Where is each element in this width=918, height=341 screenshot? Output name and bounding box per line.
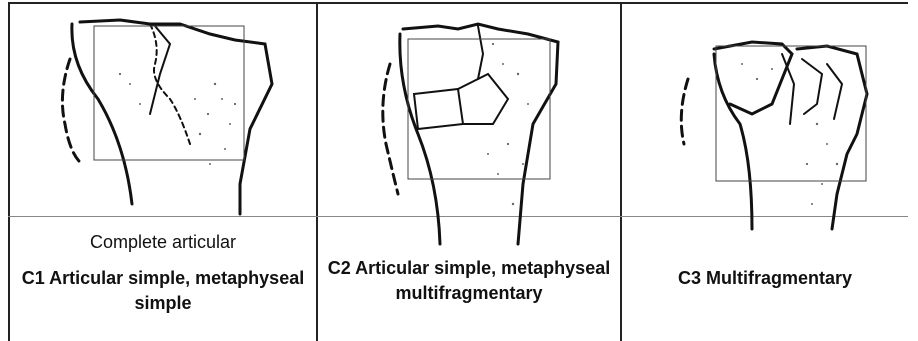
c2-label: C2 Articular simple, metaphyseal multifr… (318, 256, 620, 306)
c1-fracture-illustration (10, 4, 316, 219)
c1-label: C1 Articular simple, metaphyseal simple (10, 266, 316, 316)
panel-c3: C3 Multifragmentary (622, 4, 908, 341)
c1-subtitle: Complete articular (10, 232, 316, 253)
classification-table: Complete articular C1 Articular simple, … (8, 2, 908, 341)
c2-fracture-illustration (318, 4, 620, 249)
c3-fracture-illustration (622, 4, 908, 234)
panel-c2: C2 Articular simple, metaphyseal multifr… (318, 4, 620, 341)
c3-label: C3 Multifragmentary (622, 266, 908, 291)
panel-c1: Complete articular C1 Articular simple, … (10, 4, 316, 341)
